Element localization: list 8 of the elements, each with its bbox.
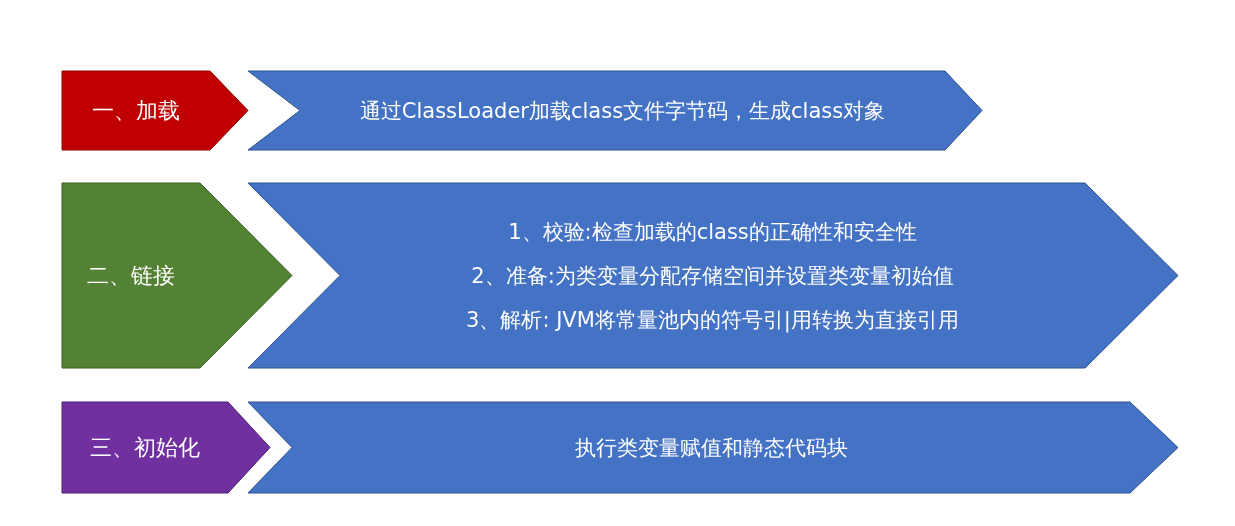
stage-title: 三、初始化 xyxy=(90,433,200,462)
step-description: 1、校验:检查加载的class的正确性和安全性 xyxy=(508,218,917,246)
step-description: 执行类变量赋值和静态代码块 xyxy=(574,434,848,462)
stage-title: 二、链接 xyxy=(87,261,175,290)
stage-title: 一、加载 xyxy=(92,96,180,125)
step-description: 3、解析: JVM将常量池内的符号引|用转换为直接引用 xyxy=(466,306,959,334)
step-description: 通过ClassLoader加载class文件字节码，生成class对象 xyxy=(359,97,886,125)
step-description: 2、准备:为类变量分配存储空间并设置类变量初始值 xyxy=(471,262,954,290)
